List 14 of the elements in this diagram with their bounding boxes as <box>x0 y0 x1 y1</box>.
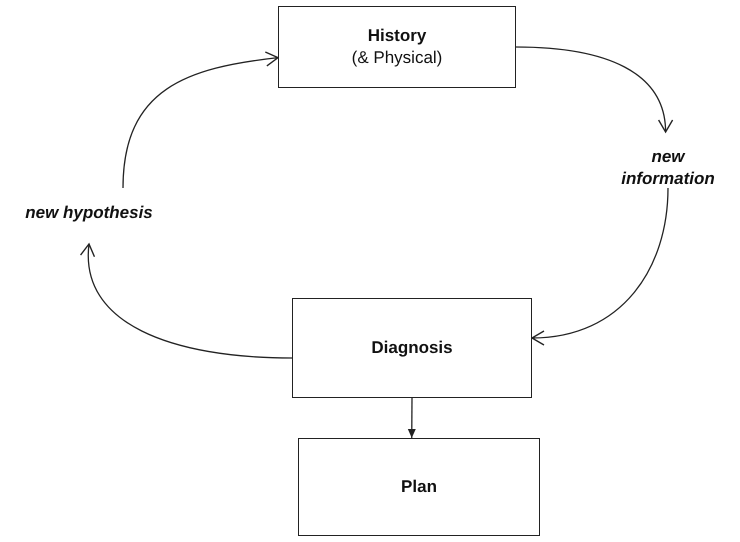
node-text: Plan <box>401 476 437 498</box>
node-text: History <box>368 24 426 47</box>
label-text: new information <box>620 146 716 190</box>
arrow <box>516 46 672 133</box>
arrow <box>122 52 279 188</box>
arrow <box>531 188 669 345</box>
process-box <box>298 438 540 536</box>
node-text: (& Physical) <box>352 47 442 69</box>
label-text: new hypothesis <box>25 202 153 224</box>
arrow <box>81 243 292 359</box>
arrow <box>408 398 416 438</box>
node-text: Diagnosis <box>371 336 453 359</box>
process-box <box>278 6 516 88</box>
process-box <box>292 298 532 398</box>
